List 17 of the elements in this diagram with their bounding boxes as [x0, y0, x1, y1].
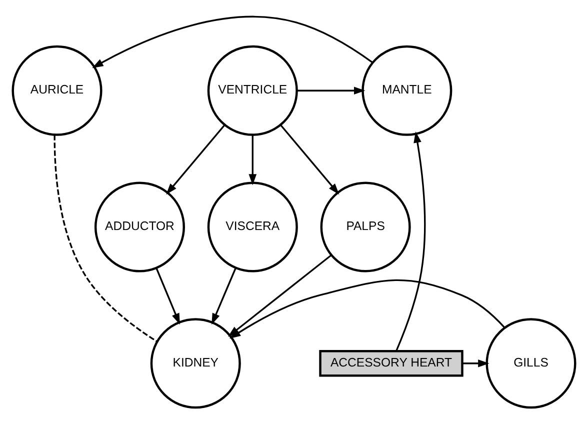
connector — [54, 134, 158, 342]
arrow — [396, 131, 426, 351]
arrow — [296, 86, 366, 94]
arrow — [92, 16, 373, 68]
arrow — [248, 134, 257, 185]
arrow — [462, 358, 490, 367]
arrow — [156, 267, 180, 324]
node-circle: GILLS — [486, 318, 576, 408]
arrow — [166, 124, 226, 194]
arrow — [229, 278, 506, 338]
node-box: ACCESSORY HEART — [319, 349, 464, 376]
node-circle: AURICLE — [12, 44, 102, 136]
node-circle: VISCERA — [207, 181, 298, 272]
node-circle: VENTRICLE — [207, 44, 298, 136]
node-circle: MANTLE — [362, 44, 452, 136]
arrow — [212, 267, 236, 324]
arrow — [280, 124, 340, 194]
